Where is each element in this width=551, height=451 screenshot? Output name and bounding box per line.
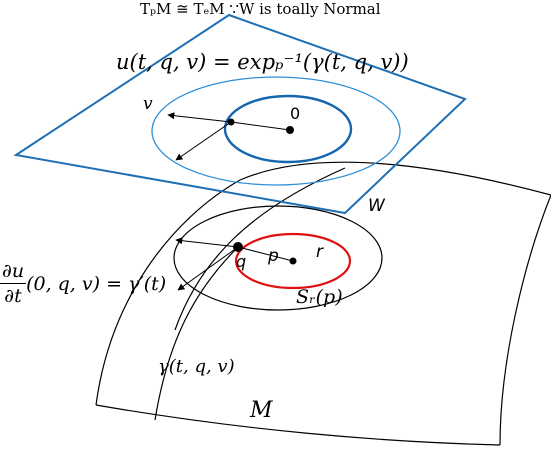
tangent-base-point	[227, 118, 235, 126]
manifold-left-edge	[95, 179, 241, 406]
origin-point	[286, 126, 294, 134]
derivative-equation: ∂u ∂t (0, q, v) = γ′(t)	[0, 262, 166, 306]
manifold-bottom-edge	[95, 404, 501, 446]
derivative-numerator: ∂u	[0, 260, 27, 284]
origin-zero-label: 0	[290, 104, 301, 123]
geodesic-curve	[154, 246, 239, 421]
manifold-vector-segment	[237, 246, 294, 262]
manifold-tangent-arrow	[175, 237, 239, 248]
geodesic-sphere	[234, 232, 352, 290]
point-p	[289, 257, 297, 265]
tangent-vector-down-arrow	[175, 121, 232, 161]
tangent-vector-segment	[230, 121, 291, 131]
derivative-denominator: ∂t	[4, 285, 22, 307]
derivative-fraction: ∂u ∂t	[0, 260, 27, 307]
neighbourhood-W	[173, 205, 383, 311]
tangent-circle-outer	[151, 76, 401, 186]
point-q	[233, 242, 243, 252]
curve-gamma-label: γ(t, q, v)	[158, 356, 235, 377]
manifold-top-edge	[239, 161, 551, 196]
sphere-label: Sᵣ(p)	[296, 286, 343, 308]
neighbourhood-W-label: W	[368, 196, 385, 216]
u-definition-label: u(t, q, v) = expₚ⁻¹(γ(t, q, v))	[116, 50, 409, 74]
tangent-vector-left-arrow	[167, 112, 232, 123]
radius-r-label: r	[316, 242, 323, 262]
derivative-rest: (0, q, v) = γ′(t)	[26, 272, 167, 295]
manifold-M-label: M	[250, 398, 273, 423]
manifold-derivative-arrow	[177, 246, 239, 291]
vector-v-label: v	[143, 94, 153, 114]
point-p-label: p	[268, 246, 279, 266]
tangent-plane	[13, 13, 467, 215]
caption: TₚM ≅ TₑM ∵W is toally Normal	[140, 0, 381, 18]
tangent-circle-inner	[223, 94, 353, 164]
manifold-inner-ridge	[174, 167, 346, 331]
manifold-right-edge	[499, 194, 551, 446]
manifold-surface	[95, 161, 551, 446]
point-q-label: q	[236, 252, 247, 271]
